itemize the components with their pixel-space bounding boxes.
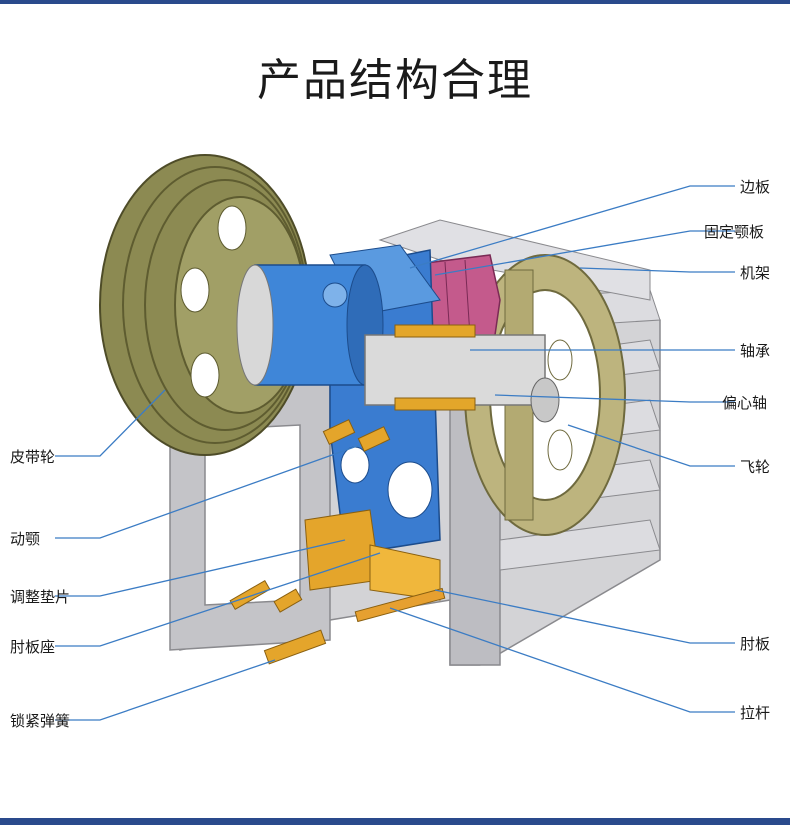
eccentric-shaft — [364, 324, 560, 423]
leader-tie-rod — [389, 607, 735, 713]
leader-side-plate — [409, 185, 735, 269]
label-locking-spring: 锁紧弹簧 — [10, 712, 71, 730]
label-tie-rod: 拉杆 — [740, 704, 771, 722]
top-accent-bar — [0, 0, 790, 4]
leader-locking-spring — [55, 659, 276, 721]
leader-frame — [579, 267, 735, 273]
label-flywheel: 飞轮 — [740, 458, 771, 476]
leader-moving-jaw — [55, 444, 361, 539]
leader-eccentric-shaft — [494, 394, 735, 403]
label-frame: 机架 — [740, 264, 771, 282]
bottom-accent-bar — [0, 818, 790, 825]
leader-flywheel — [567, 424, 735, 467]
leader-adjusting-shim — [55, 539, 346, 597]
page-title: 产品结构合理 — [257, 55, 533, 106]
leader-toggle-seat — [55, 552, 381, 647]
label-bearing: 轴承 — [740, 342, 771, 360]
label-belt-pulley: 皮带轮 — [10, 448, 56, 466]
label-toggle-plate: 肘板 — [740, 635, 771, 653]
label-adjusting-shim: 调整垫片 — [10, 588, 71, 606]
locking-spring-parts — [229, 419, 391, 665]
bearing-housing — [236, 264, 384, 386]
label-eccentric-shaft: 偏心轴 — [722, 394, 768, 412]
leader-toggle-plate — [434, 589, 735, 644]
leader-fixed-jaw — [434, 230, 735, 276]
label-moving-jaw: 动颚 — [10, 530, 41, 548]
toggle-assembly — [304, 509, 446, 623]
label-fixed-jaw: 固定颚板 — [704, 223, 765, 241]
leader-lines — [55, 185, 735, 721]
leader-belt-pulley — [55, 389, 166, 457]
label-toggle-seat: 肘板座 — [10, 638, 56, 656]
label-side-plate: 边板 — [740, 178, 771, 196]
